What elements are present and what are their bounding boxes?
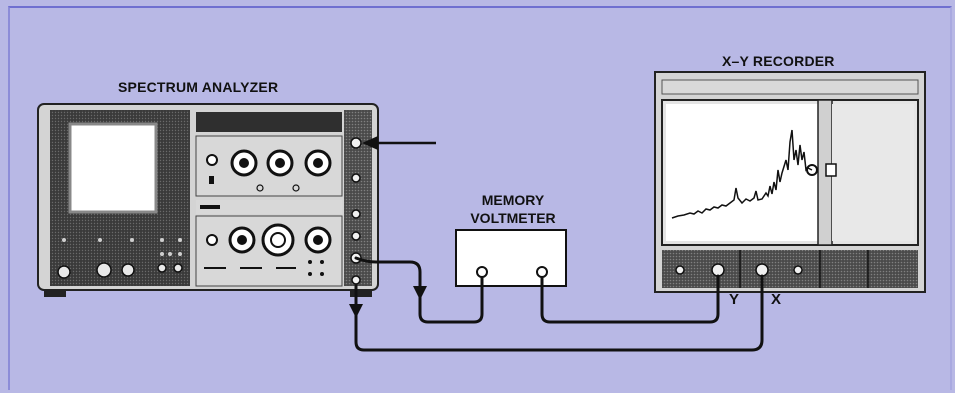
voltmeter-output-connector-icon (536, 266, 548, 278)
rf-input-connector-icon (350, 137, 362, 149)
arrow-icon (413, 286, 427, 300)
memory-voltmeter-label: MEMORY VOLTMETER (470, 192, 556, 226)
knob-icon (675, 265, 685, 275)
chart-paper (666, 104, 818, 241)
connector-icon (351, 173, 361, 183)
voltmeter-case (455, 229, 567, 287)
cable-analyzer-to-voltmeter (354, 256, 484, 324)
crt-screen (68, 122, 158, 214)
cable-voltmeter-to-y (540, 274, 720, 324)
knob-icon (793, 265, 803, 275)
xy-recorder-label: X–Y RECORDER (722, 53, 835, 69)
y-input-connector-icon (711, 263, 725, 277)
spectrum-analyzer (37, 103, 379, 297)
x-input-connector-icon (755, 263, 769, 277)
lower-knobs (204, 223, 332, 276)
input-signal-arrow-icon (362, 136, 436, 150)
recorder-control-panel (662, 250, 918, 288)
knob-icon (57, 265, 71, 279)
y-input-label: Y (729, 291, 740, 308)
cable-analyzer-to-x (354, 274, 764, 352)
knob-icon (121, 263, 135, 277)
connector-icon (351, 209, 361, 219)
knob-icon (96, 262, 112, 278)
spectrum-analyzer-label: SPECTRUM ANALYZER (118, 79, 279, 95)
knob-icon (173, 263, 183, 273)
cables (354, 256, 764, 352)
analyzer-foot (350, 287, 372, 297)
analyzer-foot (44, 287, 66, 297)
pen-holder (825, 163, 837, 177)
lower-module-header (196, 200, 342, 214)
xy-recorder (654, 71, 926, 293)
x-input-label: X (771, 291, 782, 308)
connector-icon (351, 231, 361, 241)
sweep-output-connector-icon (351, 275, 361, 285)
arrow-icon (349, 304, 363, 318)
upper-knobs (206, 149, 332, 192)
module-header (196, 112, 342, 132)
memory-voltmeter (455, 229, 567, 287)
recorder-panel (832, 104, 914, 241)
diagram-frame (8, 6, 952, 390)
knob-icon (157, 263, 167, 273)
spectrum-trace (671, 129, 813, 219)
voltmeter-input-connector-icon (476, 266, 488, 278)
